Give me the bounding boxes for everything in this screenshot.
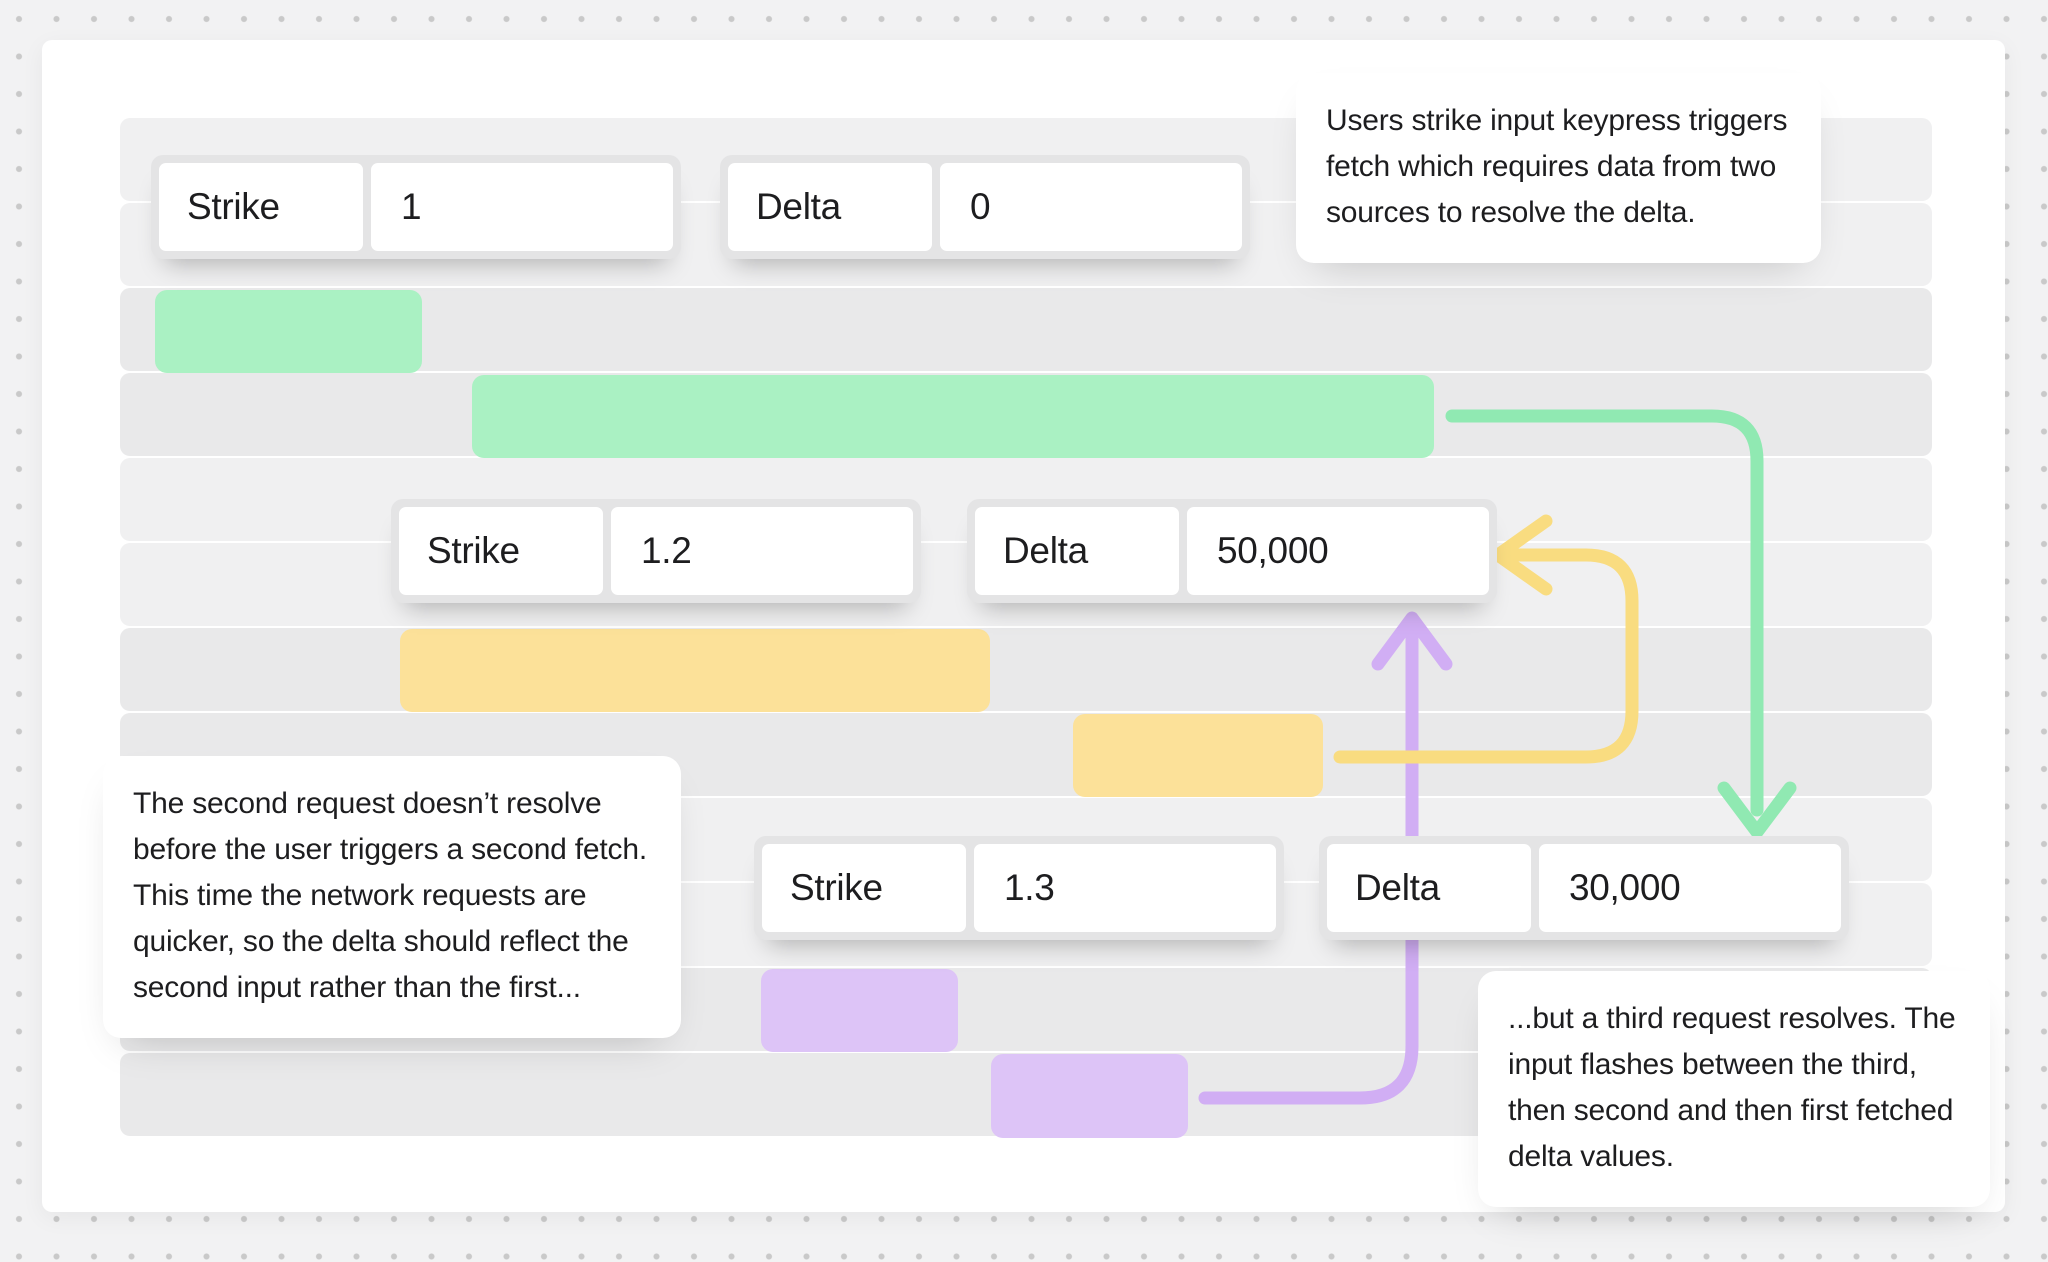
strike-field-group-3: Strike 1.3: [754, 836, 1284, 940]
annotation-top-right: Users strike input keypress triggers fet…: [1296, 73, 1822, 263]
fetch3-source-b-bar: [991, 1054, 1188, 1138]
strike-input[interactable]: 1.3: [974, 844, 1276, 932]
delta-label: Delta: [1327, 844, 1531, 932]
strike-label: Strike: [159, 163, 363, 251]
strike-label: Strike: [399, 507, 603, 595]
annotation-left: The second request doesn’t resolve befor…: [103, 756, 681, 1038]
strike-field-group-2: Strike 1.2: [391, 499, 921, 603]
delta-field-group-2: Delta 50,000: [967, 499, 1497, 603]
strike-input[interactable]: 1.2: [611, 507, 913, 595]
fetch1-source-a-bar: [155, 290, 422, 373]
annotation-bottom-right: ...but a third request resolves. The inp…: [1478, 971, 1990, 1207]
fetch2-source-b-bar: [1073, 714, 1323, 797]
delta-field-group-1: Delta 0: [720, 155, 1250, 259]
delta-input[interactable]: 0: [940, 163, 1242, 251]
timeline-lane: [120, 628, 1932, 711]
delta-input[interactable]: 30,000: [1539, 844, 1841, 932]
delta-label: Delta: [728, 163, 932, 251]
strike-input[interactable]: 1: [371, 163, 673, 251]
fetch1-source-b-bar: [472, 375, 1434, 458]
strike-field-group-1: Strike 1: [151, 155, 681, 259]
timeline-lane: [120, 288, 1932, 371]
fetch3-source-a-bar: [761, 969, 958, 1052]
delta-input[interactable]: 50,000: [1187, 507, 1489, 595]
fetch2-source-a-bar: [400, 629, 990, 712]
delta-label: Delta: [975, 507, 1179, 595]
delta-field-group-3: Delta 30,000: [1319, 836, 1849, 940]
strike-label: Strike: [762, 844, 966, 932]
